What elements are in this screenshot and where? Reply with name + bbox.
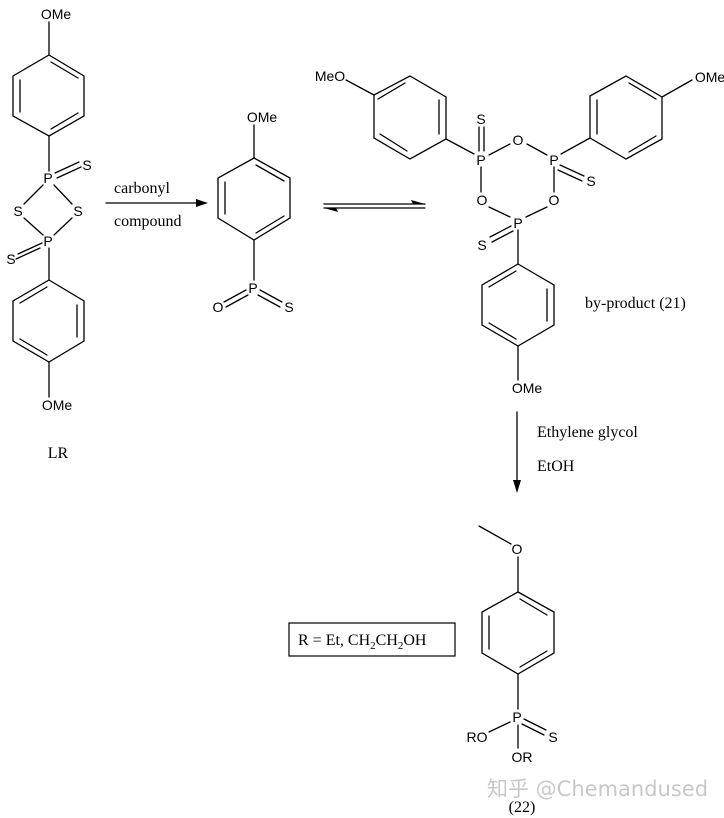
benzene-ring (481, 591, 555, 675)
atom-label: RO (467, 729, 488, 745)
lawesson-reagent: OMe P S S S P S OMe LR (6, 6, 91, 462)
atom-label: OMe (247, 109, 278, 125)
benzene-ring-bottom (12, 279, 85, 363)
reagent-label: carbonyl (114, 180, 171, 197)
arrowhead (513, 480, 521, 493)
definition-box (288, 622, 456, 657)
atom-label: P (512, 709, 521, 725)
reaction-arrow-1: carbonyl compound (105, 180, 208, 230)
product-22: O P RO S OR (22) (467, 525, 558, 816)
atom-label: O (512, 541, 523, 557)
reaction-arrow-2: Ethylene glycol EtOH (513, 411, 638, 493)
r-definition-text: R = Et, CH2CH2OH (298, 632, 427, 652)
atom-label: MeO (315, 68, 345, 84)
atom-label: S (13, 203, 22, 219)
atom-label: S (548, 729, 557, 745)
atom-label: OMe (41, 6, 72, 22)
atom-label: O (477, 192, 488, 208)
atom-label: O (549, 192, 560, 208)
compound-label-21: by-product (21) (585, 295, 686, 312)
equilibrium-arrow (323, 200, 426, 212)
atom-label: S (477, 237, 486, 253)
r-group-definition: R = Et, CH2CH2OH (288, 622, 456, 657)
byproduct-trimer: MeO OMe S P O P S O O P S OMe by-product… (315, 68, 724, 396)
atom-label: O (513, 132, 524, 148)
reagent-label: Ethylene glycol (537, 424, 638, 441)
atom-label: P (513, 215, 522, 231)
benzene-ring-right (589, 75, 663, 160)
atom-label: P (248, 280, 257, 296)
atom-label: OMe (512, 380, 543, 396)
atom-label: P (549, 152, 558, 168)
atom-label: O (213, 299, 224, 315)
benzene-ring-top (12, 54, 85, 137)
atom-label: S (6, 251, 15, 267)
watermark: 知乎 @Chemandused (487, 777, 708, 801)
atom-label: S (82, 157, 91, 173)
atom-label: P (43, 170, 52, 186)
benzene-ring-bottom (481, 263, 555, 347)
atom-label: OMe (695, 69, 724, 85)
atom-label: S (586, 173, 595, 189)
benzene-ring (217, 157, 291, 241)
atom-label: S (73, 203, 82, 219)
atom-label: P (476, 152, 485, 168)
atom-label: S (284, 299, 293, 315)
atom-label: P (43, 233, 52, 249)
atom-label: S (476, 111, 485, 127)
atom-label: OMe (42, 397, 73, 413)
compound-label-22: (22) (509, 799, 536, 816)
arrowhead (196, 199, 208, 207)
reagent-label: EtOH (537, 458, 575, 475)
atom-label: OR (512, 749, 533, 765)
monomer-intermediate: OMe P O S (213, 109, 294, 315)
double-bond (54, 161, 80, 174)
benzene-ring-left (373, 75, 447, 160)
compound-label-lr: LR (48, 445, 69, 462)
reagent-label: compound (114, 213, 182, 230)
